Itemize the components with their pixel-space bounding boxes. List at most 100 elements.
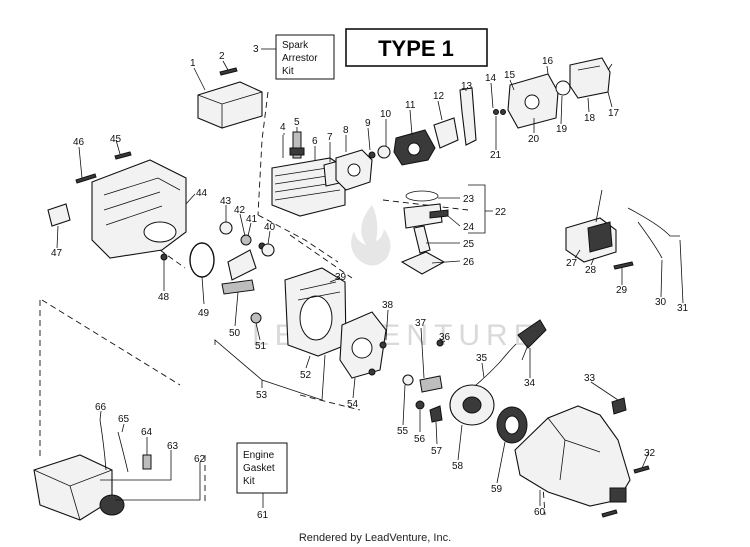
starter-pulley-part [449,384,495,426]
svg-text:Gasket: Gasket [243,463,275,474]
lever-part [459,87,477,146]
part-number-label: 42 [234,205,246,216]
pawl-part [429,405,443,423]
part-number-label: 19 [556,124,568,135]
starter-rope-part [469,343,517,391]
piston-part [403,203,449,229]
part-number-label: 64 [141,427,153,438]
part-number-label: 51 [255,341,267,352]
starter-handle-part [517,319,547,361]
watermark-flame-icon [351,205,391,266]
screw-part [75,173,97,184]
svg-text:Kit: Kit [282,66,294,77]
part-number-label: 4 [280,122,286,133]
part-number-label: 12 [433,91,445,102]
spark-arrestor-kit-box: Spark Arrestor Kit [275,34,335,80]
part-number-label: 39 [335,272,347,283]
starter-housing-part [514,405,631,507]
part-number-label: 11 [405,100,416,111]
bracket-part [433,117,459,149]
part-number-label: 37 [415,318,427,329]
crankcase-part [284,267,347,357]
part-number-label: 58 [452,461,464,472]
footer-credit: Rendered by LeadVenture, Inc. [299,532,451,544]
rewind-spring-part [496,406,528,444]
screw-part [493,109,499,115]
part-number-label: 15 [504,70,516,81]
part-number-label: 2 [219,51,225,62]
pawl-part [436,339,444,347]
part-number-label: 14 [485,73,497,84]
part-number-label: 60 [534,507,546,518]
part-number-label: 5 [294,117,300,128]
part-number-label: 46 [73,137,85,148]
connecting-rod-part [413,225,431,254]
screw-part [160,253,168,261]
assembly-dashed-lines [39,91,546,516]
part-number-label: 24 [463,222,475,233]
intake-block-part [335,149,373,191]
svg-text:Spark: Spark [282,40,309,51]
bearing-part [240,234,252,246]
part-number-label: 36 [439,332,451,343]
part-number-label: 1 [190,58,196,69]
part-number-label: 9 [365,118,371,129]
air-filter-element-part [555,80,571,96]
ignition-module-part [565,189,617,263]
part-number-label: 28 [585,265,597,276]
part-number-label: 66 [95,402,107,413]
part-number-label: 65 [118,414,130,425]
part-number-label: 45 [110,134,122,145]
part-number-label: 3 [253,44,259,55]
svg-text:Engine: Engine [243,450,275,461]
bearing-plate-part [400,251,446,275]
part-number-label: 7 [327,132,333,143]
shaft-part [419,375,443,393]
screw-part [601,509,618,518]
part-number-label: 8 [343,125,349,136]
part-number-labels: 1 2 3 4 5 6 7 8 9 10 11 12 13 14 15 16 1… [51,44,689,521]
screw-part [500,109,506,115]
part-number-label: 62 [194,454,206,465]
part-number-label: 10 [380,109,392,120]
ignition-wire-part [637,221,663,259]
clip-part [611,397,627,415]
crankcase-cover-part [339,311,387,379]
screw-part [613,261,634,270]
gasket-ring-part [377,145,391,159]
crankshaft-part [221,249,257,295]
part-number-label: 25 [463,239,475,250]
muffler-cover-part [197,81,263,129]
part-number-label: 59 [491,484,503,495]
air-filter-cover-part [569,57,611,99]
screw-part [368,368,376,376]
part-number-label: 47 [51,248,63,259]
svg-text:Arrestor: Arrestor [282,53,318,64]
washer-part [368,151,376,159]
type-title-box [345,28,488,67]
washer-part [250,312,262,324]
carburetor-part [393,129,436,166]
part-number-label: 13 [461,81,473,92]
part-number-label: 20 [528,134,540,145]
part-number-label: 35 [476,353,488,364]
part-number-label: 34 [524,378,536,389]
screw-part [633,465,650,474]
part-number-label: 50 [229,328,241,339]
part-number-label: 21 [490,150,502,161]
screw-part [379,341,387,349]
svg-text:Kit: Kit [243,476,255,487]
part-number-label: 27 [566,258,578,269]
part-number-label: 29 [616,285,628,296]
part-number-label: 40 [264,222,276,233]
crankcase-housing-part [91,159,187,259]
part-number-label: 41 [246,214,258,225]
type-title: TYPE 1 [378,36,454,61]
part-number-label: 23 [463,194,475,205]
fuel-line-part [117,431,129,473]
part-number-label: 38 [382,300,394,311]
part-number-label: 55 [397,426,409,437]
spark-plug-part [289,131,305,159]
bearing-part [219,221,233,235]
